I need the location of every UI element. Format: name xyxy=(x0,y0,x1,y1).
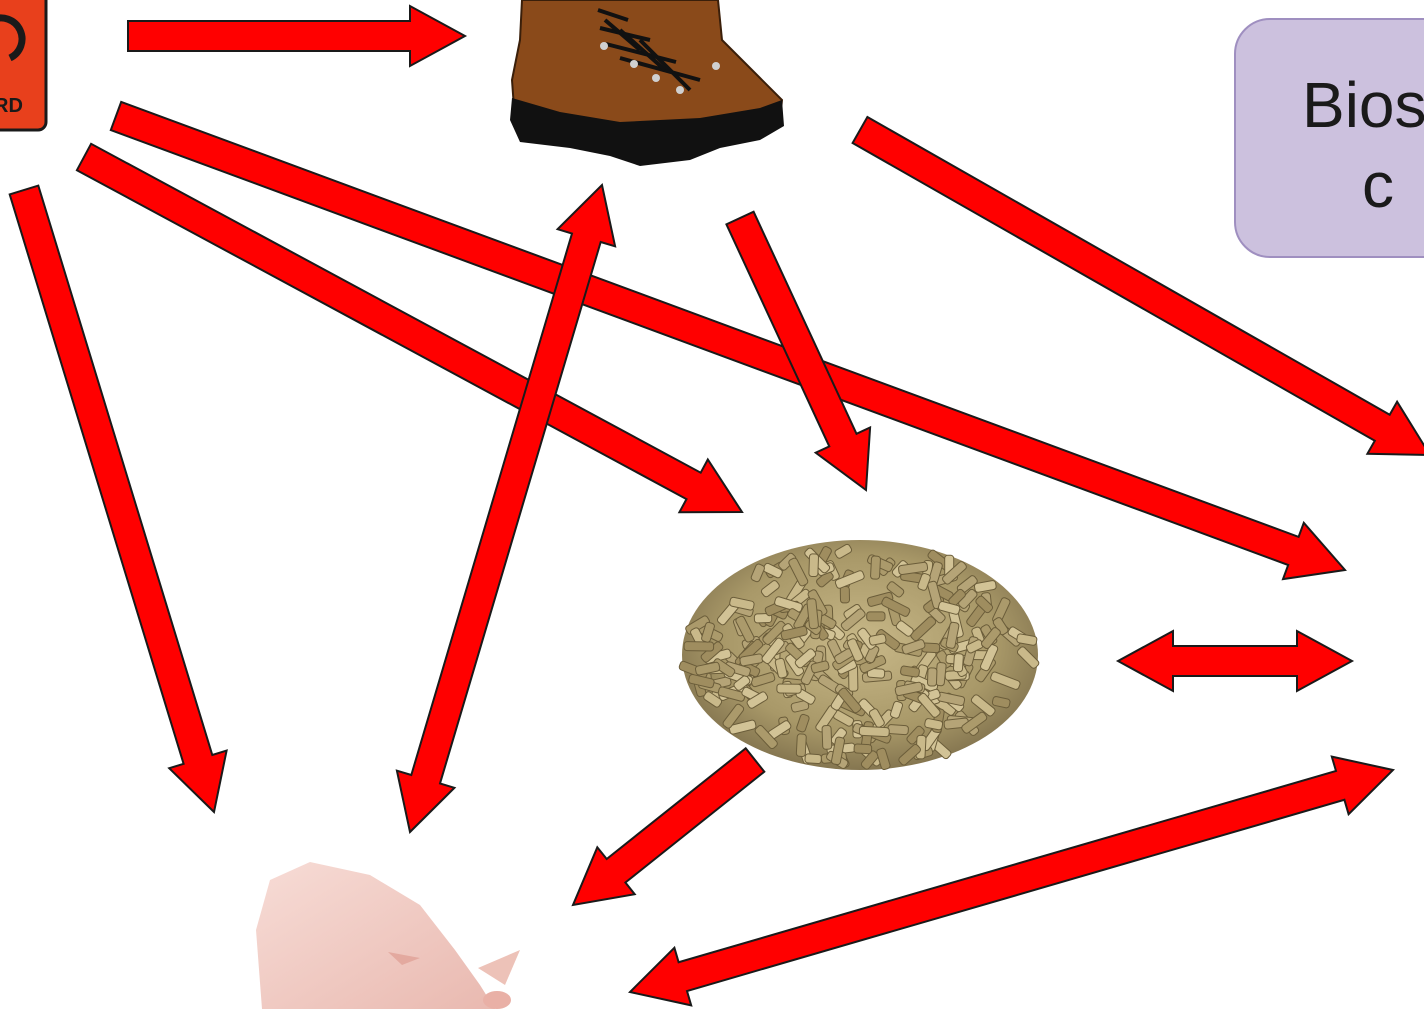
hazard-sign-text: RD xyxy=(0,95,23,117)
pig-icon xyxy=(256,862,520,1009)
arrow-pig-right-double xyxy=(630,757,1393,1006)
arrow-sign-to-pellets xyxy=(77,144,742,513)
arrow-sign-to-boot xyxy=(128,6,465,66)
callout-title-line2: c xyxy=(1362,148,1394,222)
feed-pellets-icon xyxy=(678,540,1040,770)
arrow-sign-to-pig-left xyxy=(10,186,227,812)
arrow-pellets-right-double xyxy=(1118,631,1352,691)
arrow-pellets-to-pig xyxy=(573,748,764,905)
hazard-sign: RD xyxy=(0,0,46,130)
arrow-pig-boot-double xyxy=(397,185,615,832)
boot-icon xyxy=(510,0,784,166)
callout-title-line1: Bios xyxy=(1302,68,1424,142)
arrows-group xyxy=(10,6,1424,1005)
